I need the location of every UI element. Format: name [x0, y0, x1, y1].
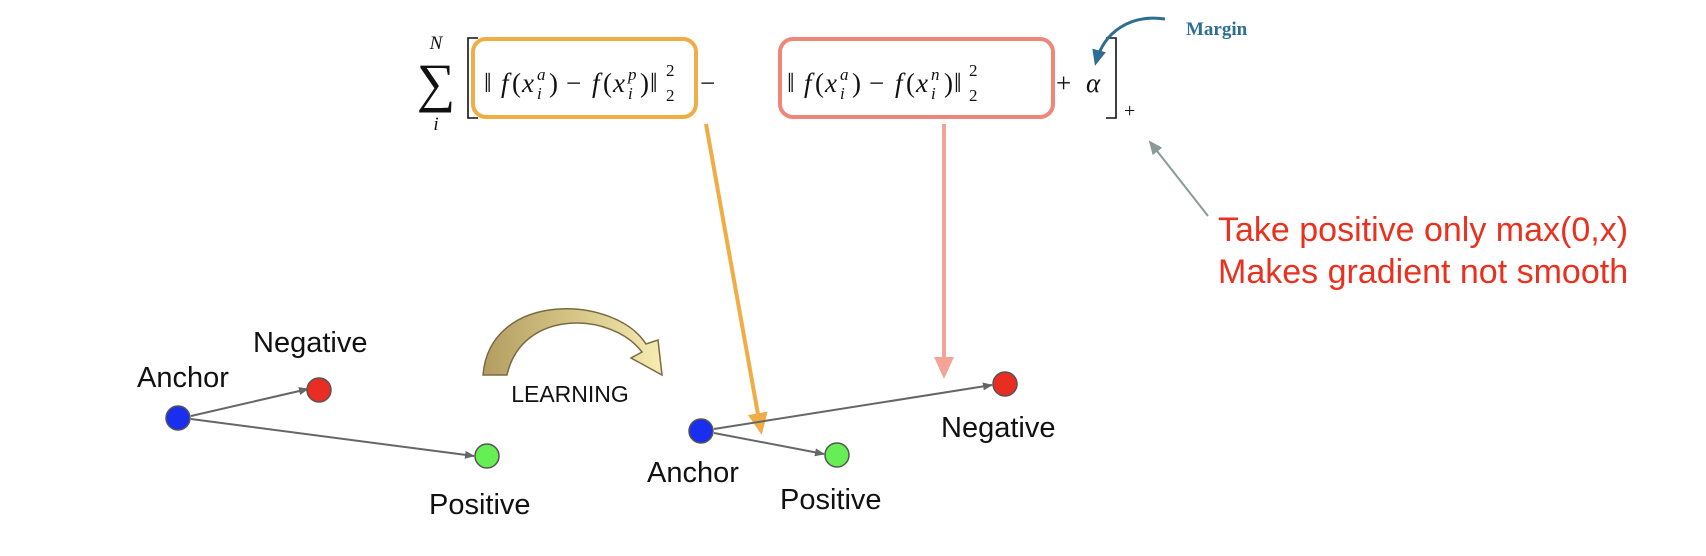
- left-bracket: [467, 37, 478, 119]
- before-learning-group: Anchor Negative Positive: [137, 327, 531, 521]
- svg-text:f: f: [804, 68, 815, 98]
- anchor-to-negative-edge: [713, 382, 993, 430]
- positive-label: Positive: [780, 484, 882, 516]
- svg-text:): ): [944, 68, 953, 98]
- sum-lower-limit: i: [433, 114, 438, 135]
- svg-text:‖: ‖: [954, 68, 962, 98]
- positive-point: [824, 442, 850, 468]
- svg-text:a: a: [840, 65, 849, 84]
- positive-point: [474, 443, 500, 469]
- negative-term-box: [778, 37, 1055, 119]
- anchor-point: [165, 405, 191, 431]
- svg-text:2: 2: [969, 61, 978, 80]
- svg-text:i: i: [628, 84, 633, 103]
- svg-text:): ): [852, 68, 861, 98]
- learning-arrow: LEARNING: [482, 308, 663, 407]
- svg-text:): ): [640, 68, 649, 98]
- svg-text:x: x: [824, 68, 837, 98]
- loss-minus: −: [700, 68, 715, 98]
- anchor-to-positive-edge: [190, 418, 475, 459]
- svg-text:x: x: [915, 68, 928, 98]
- svg-text:2: 2: [969, 86, 978, 105]
- svg-text:i: i: [931, 84, 936, 103]
- margin-label: Margin: [1186, 19, 1248, 40]
- sum-upper-limit: N: [429, 33, 444, 54]
- positive-label: Positive: [429, 489, 531, 521]
- svg-text:f: f: [592, 68, 603, 98]
- svg-text:(: (: [906, 68, 915, 98]
- svg-text:‖: ‖: [787, 68, 795, 98]
- hinge-note-line2: Makes gradient not smooth: [1218, 253, 1628, 291]
- svg-text:2: 2: [666, 61, 675, 80]
- svg-text:−: −: [869, 68, 884, 98]
- term-minus: −: [566, 68, 581, 98]
- f-symbol: f: [501, 68, 512, 98]
- negative-point: [992, 371, 1018, 397]
- anchor-to-positive-edge: [713, 432, 825, 457]
- hinge-note-arrow: [1148, 140, 1209, 217]
- anchor-to-negative-edge: [190, 387, 309, 417]
- curved-arrow-icon: [482, 308, 663, 377]
- svg-text:): ): [549, 68, 558, 98]
- sum-symbol: ∑: [417, 53, 456, 113]
- svg-text:i: i: [840, 84, 845, 103]
- negative-distance-term: ‖ f ( x a i ) − f ( x n i ) ‖ 2 2: [787, 61, 978, 105]
- hinge-note-line1: Take positive only max(0,x): [1218, 211, 1628, 249]
- svg-text:(: (: [512, 68, 521, 98]
- svg-text:i: i: [537, 84, 542, 103]
- svg-text:(: (: [603, 68, 612, 98]
- svg-text:+: +: [1056, 68, 1071, 98]
- svg-text:f: f: [895, 68, 906, 98]
- norm-open: ‖: [484, 68, 492, 98]
- svg-text:x: x: [521, 68, 534, 98]
- svg-text:p: p: [627, 65, 637, 84]
- svg-text:a: a: [537, 65, 546, 84]
- svg-text:(: (: [815, 68, 824, 98]
- negative-label: Negative: [941, 412, 1055, 444]
- svg-text:2: 2: [666, 86, 675, 105]
- plus-subscript: +: [1124, 100, 1135, 122]
- margin-alpha: α: [1086, 68, 1101, 98]
- right-bracket: [1106, 37, 1117, 119]
- anchor-label: Anchor: [647, 457, 739, 489]
- norm-close: ‖: [650, 68, 658, 98]
- after-learning-group: Anchor Negative Positive: [647, 371, 1055, 516]
- positive-distance-term: ‖ f ( x a i ) − f ( x p i ) ‖ 2 2: [484, 61, 675, 105]
- positive-term-box: [471, 37, 698, 119]
- svg-text:x: x: [612, 68, 625, 98]
- triplet-loss-formula: N ∑ i ‖ f ( x a i ) − f ( x p i ) ‖ 2 2 …: [417, 33, 1136, 135]
- learning-label: LEARNING: [511, 381, 629, 407]
- anchor-point: [688, 418, 714, 444]
- anchor-label: Anchor: [137, 362, 229, 394]
- positive-distance-arrow: [704, 123, 768, 435]
- margin-arrow: [1092, 16, 1166, 66]
- svg-text:n: n: [931, 65, 940, 84]
- negative-label: Negative: [253, 327, 367, 359]
- negative-point: [306, 377, 332, 403]
